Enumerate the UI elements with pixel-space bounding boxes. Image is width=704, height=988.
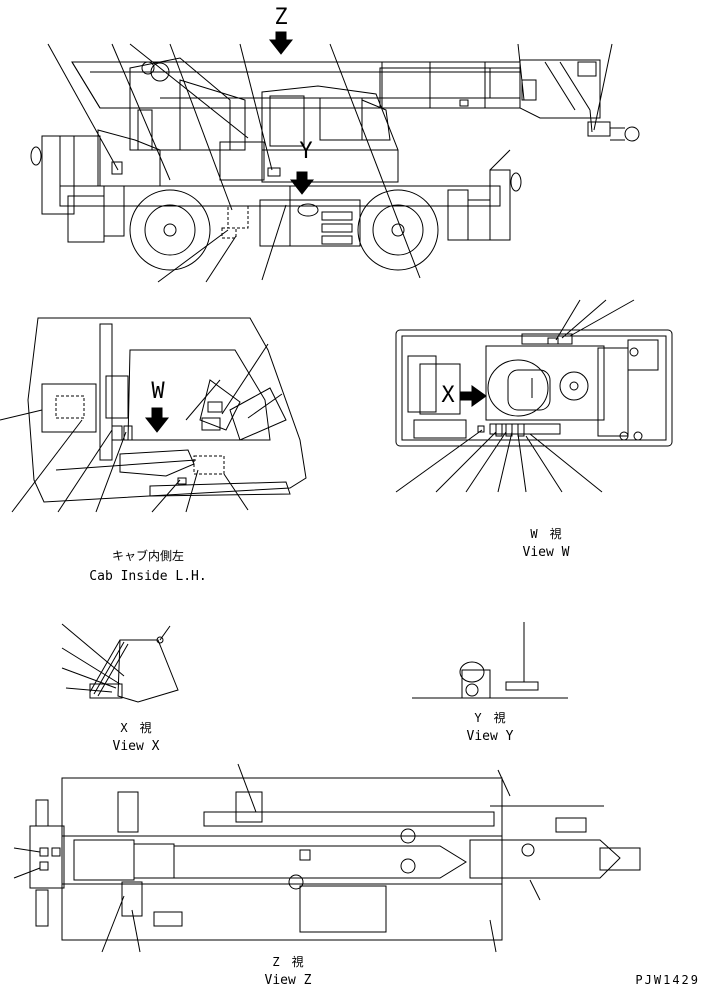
caption-view-y-jp: Y 視 — [474, 710, 505, 725]
view-z-drawing — [13, 763, 641, 953]
view-y-arrow — [289, 171, 315, 195]
labels: Z Y W X キャブ内側左 Cab Inside L.H. W 視 View … — [89, 5, 700, 988]
marker-z: Z — [274, 5, 287, 30]
view-x-drawing — [61, 623, 179, 703]
view-x-arrow — [459, 385, 487, 407]
marker-w: W — [151, 379, 165, 404]
caption-cab-inside-jp: キャブ内側左 — [112, 548, 184, 563]
view-w-drawing — [395, 299, 673, 493]
cab-inside-view — [0, 317, 307, 513]
marker-x: X — [441, 383, 455, 408]
view-z-arrow — [268, 31, 294, 55]
caption-view-x-en: View X — [113, 739, 160, 754]
drawing-code: PJW1429 — [635, 973, 700, 987]
caption-view-x-jp: X 視 — [120, 720, 151, 735]
marker-y: Y — [299, 139, 312, 164]
crane-side-view — [30, 43, 640, 283]
caption-view-z-jp: Z 視 — [272, 954, 303, 969]
caption-view-w-en: View W — [523, 545, 570, 560]
view-y-drawing — [412, 622, 568, 699]
caption-cab-inside-en: Cab Inside L.H. — [89, 569, 206, 584]
caption-view-y-en: View Y — [467, 729, 514, 744]
view-w-arrow — [144, 407, 170, 433]
caption-view-z-en: View Z — [265, 973, 312, 988]
caption-view-w-jp: W 視 — [530, 526, 561, 541]
